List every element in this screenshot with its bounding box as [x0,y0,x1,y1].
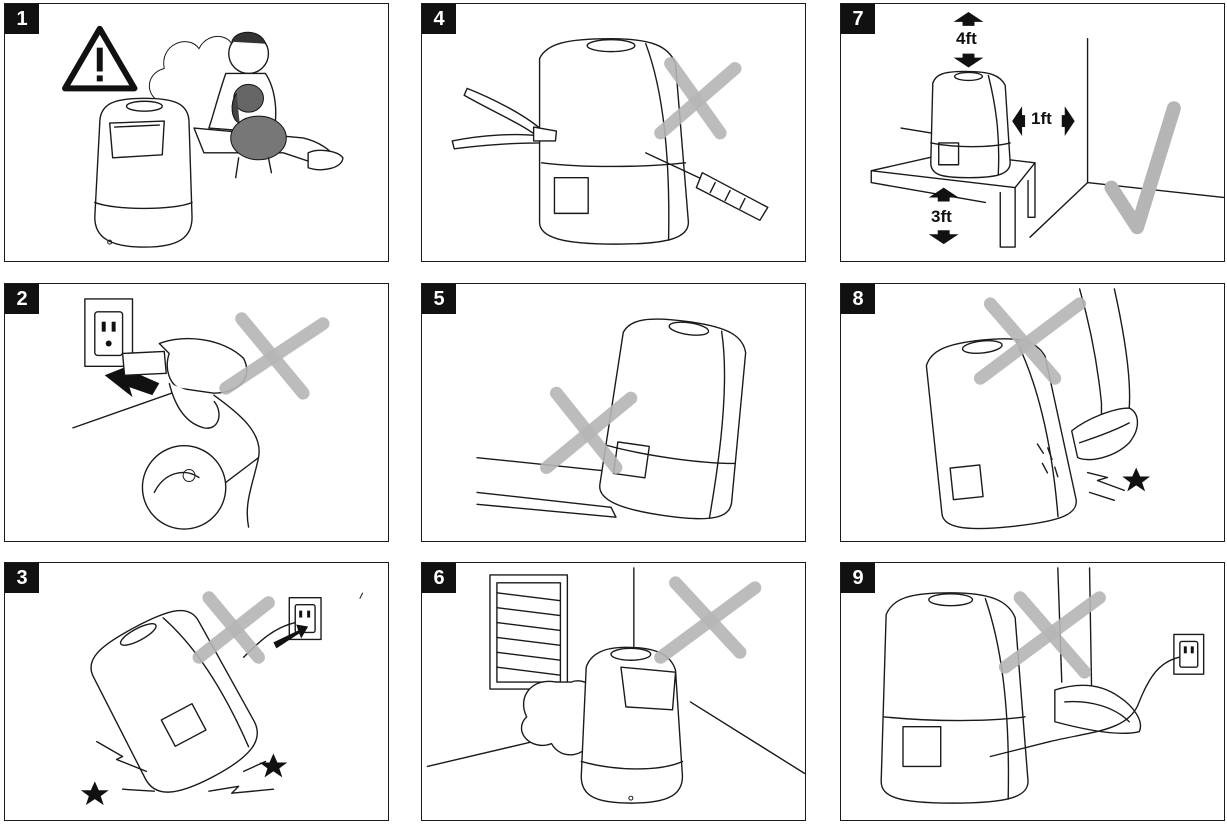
panel-1: 1 [4,3,389,262]
vent-icon [489,574,569,690]
arrow-icon [104,363,160,398]
illustration-do-not-kick [925,288,1151,530]
star-icon [80,781,109,806]
illustration-do-not-tip [80,591,364,806]
humidifier [580,646,684,804]
panel-number: 5 [422,284,456,314]
check-mark-icon [1104,101,1181,235]
panel-4: 4 [421,3,806,262]
humidifier [880,592,1029,804]
panel-6: 6 [421,562,806,821]
clearance-side-label: 1ft [1031,109,1052,128]
panel-number: 6 [422,563,456,593]
illustration-not-on-uneven-surface [476,318,747,520]
panel-7: 7 4ft 1ft 3ft [840,3,1225,262]
warning-icon [62,25,138,92]
illustration-no-tools [451,38,769,245]
x-mark-icon [192,591,275,664]
x-mark-icon [654,576,762,664]
panel-number: 8 [841,284,875,314]
pliers-icon [451,87,558,150]
panel-8: 8 [840,283,1225,542]
arrow-icon [273,624,309,649]
panel-number: 1 [5,4,39,34]
star-icon [1122,467,1151,492]
panel-number: 4 [422,4,456,34]
illustration-correct-placement [870,11,1224,248]
illustration-not-near-vent [426,567,805,804]
humidifier [538,38,690,245]
panel-2: 2 [4,283,389,542]
panel-number: 9 [841,563,875,593]
x-mark-icon [998,591,1106,679]
humidifier [930,70,1011,179]
panel-number: 3 [5,563,39,593]
panel-5: 5 [421,283,806,542]
humidifier [925,338,1077,530]
panel-9: 9 [840,562,1225,821]
illustration-child-near-humidifier [62,25,344,248]
illustration-unplug-by-cord [72,298,330,530]
panel-3: 3 [4,562,389,821]
humidifier [599,318,747,520]
x-mark-icon [973,297,1087,385]
illustration-do-not-step-on-cord [880,567,1205,804]
x-mark-icon [540,386,638,475]
x-mark-icon [654,57,742,140]
panel-number: 7 [841,4,875,34]
panel-number: 2 [5,284,39,314]
child-figure [193,31,344,179]
clearance-top-label: 4ft [956,29,977,48]
star-icon [259,753,288,778]
clearance-bottom-label: 3ft [931,207,952,226]
x-mark-icon [219,312,330,400]
humidifier [90,609,258,793]
humidifier [94,97,193,248]
arrow-icon [928,11,1075,245]
screwdriver-icon [645,152,769,222]
